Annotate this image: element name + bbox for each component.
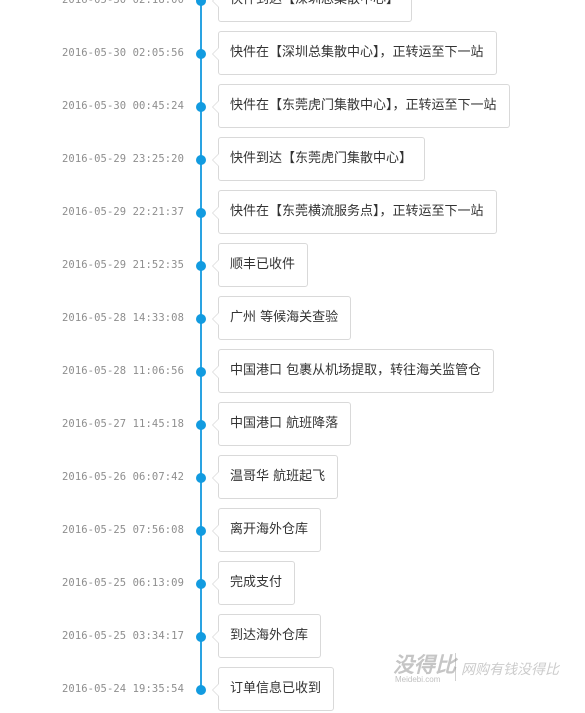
event-time: 2016-05-30 02:18:00: [62, 0, 185, 6]
timeline-entry: 2016-05-29 23:25:20 快件到达【东莞虎门集散中心】: [0, 137, 585, 183]
timeline-entry: 2016-05-28 14:33:08 广州 等候海关查验: [0, 296, 585, 342]
timeline-entry: 2016-05-25 07:56:08 离开海外仓库: [0, 508, 585, 554]
timeline-entry: 2016-05-25 03:34:17 到达海外仓库: [0, 614, 585, 660]
watermark-divider: [455, 653, 456, 681]
event-message-card: 中国港口 航班降落: [211, 402, 352, 446]
timeline-dot-icon: [196, 367, 206, 377]
watermark-slogan: 网购有钱没得比: [461, 662, 559, 678]
event-time: 2016-05-30 02:05:56: [62, 47, 185, 59]
event-time: 2016-05-30 00:45:24: [62, 100, 185, 112]
event-message-card: 离开海外仓库: [211, 508, 322, 552]
event-time: 2016-05-25 03:34:17: [62, 630, 185, 642]
event-message-card: 订单信息已收到: [211, 667, 335, 711]
event-time: 2016-05-29 21:52:35: [62, 259, 185, 271]
event-message-card: 到达海外仓库: [211, 614, 322, 658]
timeline-entry: 2016-05-26 06:07:42 温哥华 航班起飞: [0, 455, 585, 501]
timeline-entry: 2016-05-29 22:21:37 快件在【东莞横流服务点】，正转运至下一站: [0, 190, 585, 236]
timeline-dot-icon: [196, 0, 206, 6]
event-message-card: 快件在【东莞虎门集散中心】，正转运至下一站: [212, 84, 510, 128]
event-time: 2016-05-29 22:21:37: [62, 206, 185, 218]
timeline-entry: 2016-05-30 02:18:00 快件到达【深圳总集散中心】: [0, 0, 585, 24]
timeline-dot-icon: [196, 314, 206, 324]
timeline-dot-icon: [196, 102, 206, 112]
timeline-entry: 2016-05-29 21:52:35 顺丰已收件: [0, 243, 585, 289]
event-time: 2016-05-29 23:25:20: [62, 153, 185, 165]
timeline-dot-icon: [196, 208, 206, 218]
timeline-dot-icon: [196, 420, 206, 430]
event-message-card: 广州 等候海关查验: [211, 296, 352, 340]
event-time: 2016-05-26 06:07:42: [62, 471, 185, 483]
watermark-brand: 没得比: [393, 652, 456, 677]
timeline-dot-icon: [196, 261, 206, 271]
timeline-line: [200, 0, 202, 693]
event-time: 2016-05-27 11:45:18: [62, 418, 185, 430]
event-message-card: 温哥华 航班起飞: [211, 455, 339, 499]
event-time: 2016-05-25 06:13:09: [62, 577, 185, 589]
timeline-dot-icon: [196, 685, 206, 695]
event-message-card: 快件到达【东莞虎门集散中心】: [211, 137, 426, 181]
timeline-entry: 2016-05-25 06:13:09 完成支付: [0, 561, 585, 607]
watermark-domain: Meidebi.com: [395, 675, 441, 684]
timeline-dot-icon: [196, 473, 206, 483]
event-time: 2016-05-28 14:33:08: [62, 312, 185, 324]
timeline-dot-icon: [196, 632, 206, 642]
timeline-dot-icon: [196, 526, 206, 536]
timeline-dot-icon: [196, 579, 206, 589]
timeline-entry: 2016-05-27 11:45:18 中国港口 航班降落: [0, 402, 585, 448]
event-message-card: 完成支付: [211, 561, 296, 605]
meidebi-watermark: 没得比 Meidebi.com 网购有钱没得比: [389, 649, 579, 689]
event-time: 2016-05-24 19:35:54: [62, 683, 185, 695]
timeline-entry: 2016-05-30 02:05:56 快件在【深圳总集散中心】，正转运至下一站: [0, 31, 585, 77]
timeline-entry: 2016-05-28 11:06:56 中国港口 包裹从机场提取，转往海关监管仓: [0, 349, 585, 395]
event-message-card: 顺丰已收件: [211, 243, 309, 287]
event-message-card: 快件到达【深圳总集散中心】: [211, 0, 413, 22]
event-time: 2016-05-28 11:06:56: [62, 365, 185, 377]
event-message-card: 快件在【东莞横流服务点】，正转运至下一站: [212, 190, 497, 234]
event-message-card: 中国港口 包裹从机场提取，转往海关监管仓: [211, 349, 495, 393]
timeline-dot-icon: [196, 155, 206, 165]
timeline-entry: 2016-05-30 00:45:24 快件在【东莞虎门集散中心】，正转运至下一站: [0, 84, 585, 130]
event-message-card: 快件在【深圳总集散中心】，正转运至下一站: [212, 31, 497, 75]
event-time: 2016-05-25 07:56:08: [62, 524, 185, 536]
timeline-dot-icon: [196, 49, 206, 59]
